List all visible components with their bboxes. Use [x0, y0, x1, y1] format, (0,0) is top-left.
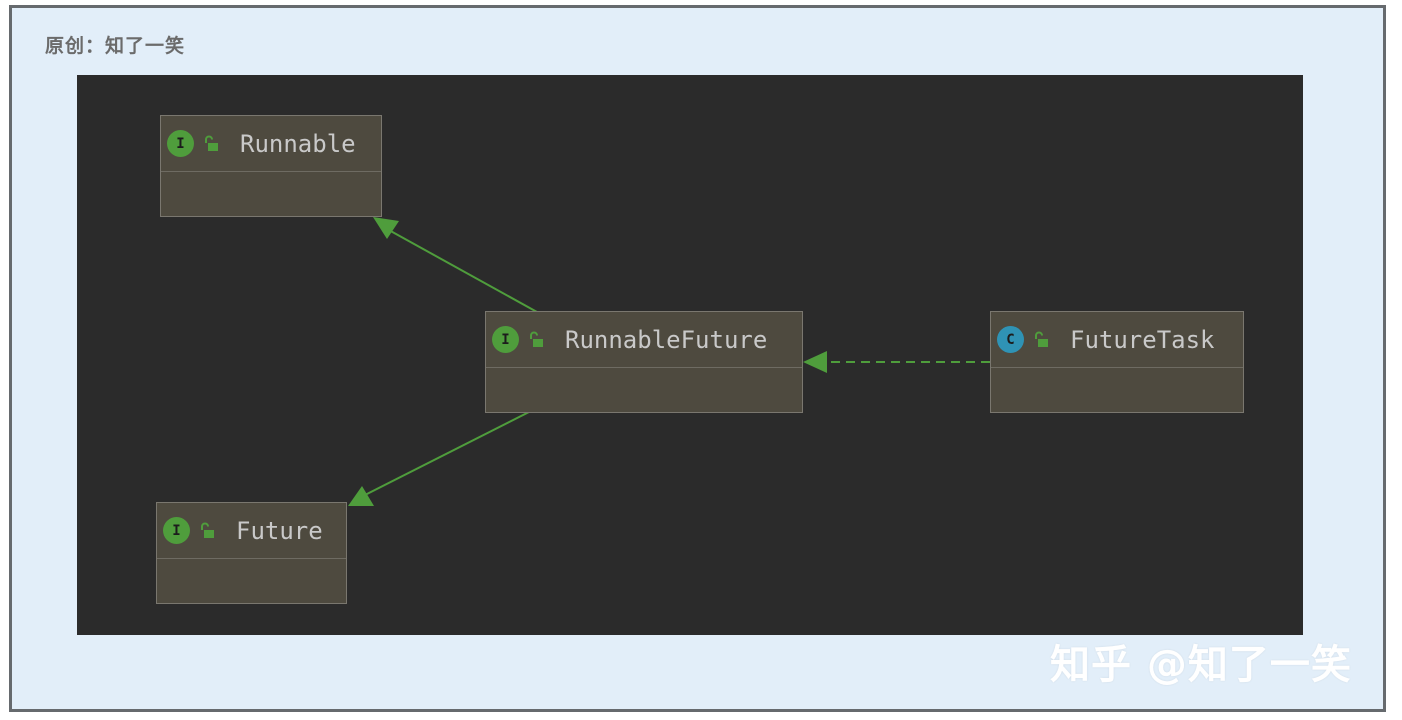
class-node-future[interactable]: I Future [156, 502, 347, 604]
watermark-text: 知乎 @知了一笑 [1050, 642, 1352, 688]
class-node-runnablefuture[interactable]: I RunnableFuture [485, 311, 803, 413]
class-node-futuretask[interactable]: C FutureTask [990, 311, 1244, 413]
edge-runnablefuture-to-runnable [386, 228, 538, 313]
node-header: I RunnableFuture [486, 312, 802, 368]
node-header: C FutureTask [991, 312, 1243, 368]
interface-badge-icon: I [167, 130, 194, 157]
node-name: Runnable [240, 129, 356, 158]
unlocked-padlock-icon [1035, 331, 1048, 347]
diagram-edges [348, 217, 990, 506]
class-badge-icon: C [997, 326, 1024, 353]
edge-runnablefuture-to-future [362, 411, 530, 497]
unlocked-padlock-icon [530, 331, 543, 347]
node-name: RunnableFuture [565, 325, 768, 354]
uml-diagram-canvas: I Runnable I RunnableFuture C Futu [77, 75, 1303, 635]
arrowhead-future [348, 486, 374, 506]
class-node-runnable[interactable]: I Runnable [160, 115, 382, 217]
node-header: I Runnable [161, 116, 381, 172]
header-caption: 原创：知了一笑 [45, 35, 186, 57]
unlocked-padlock-icon [201, 522, 214, 538]
unlocked-padlock-icon [205, 135, 218, 151]
interface-badge-icon: I [492, 326, 519, 353]
interface-badge-icon: I [163, 517, 190, 544]
arrowhead-runnable [373, 217, 399, 239]
node-header: I Future [157, 503, 346, 559]
arrowhead-runnablefuture [803, 351, 827, 373]
node-name: Future [236, 516, 323, 545]
node-name: FutureTask [1070, 325, 1215, 354]
